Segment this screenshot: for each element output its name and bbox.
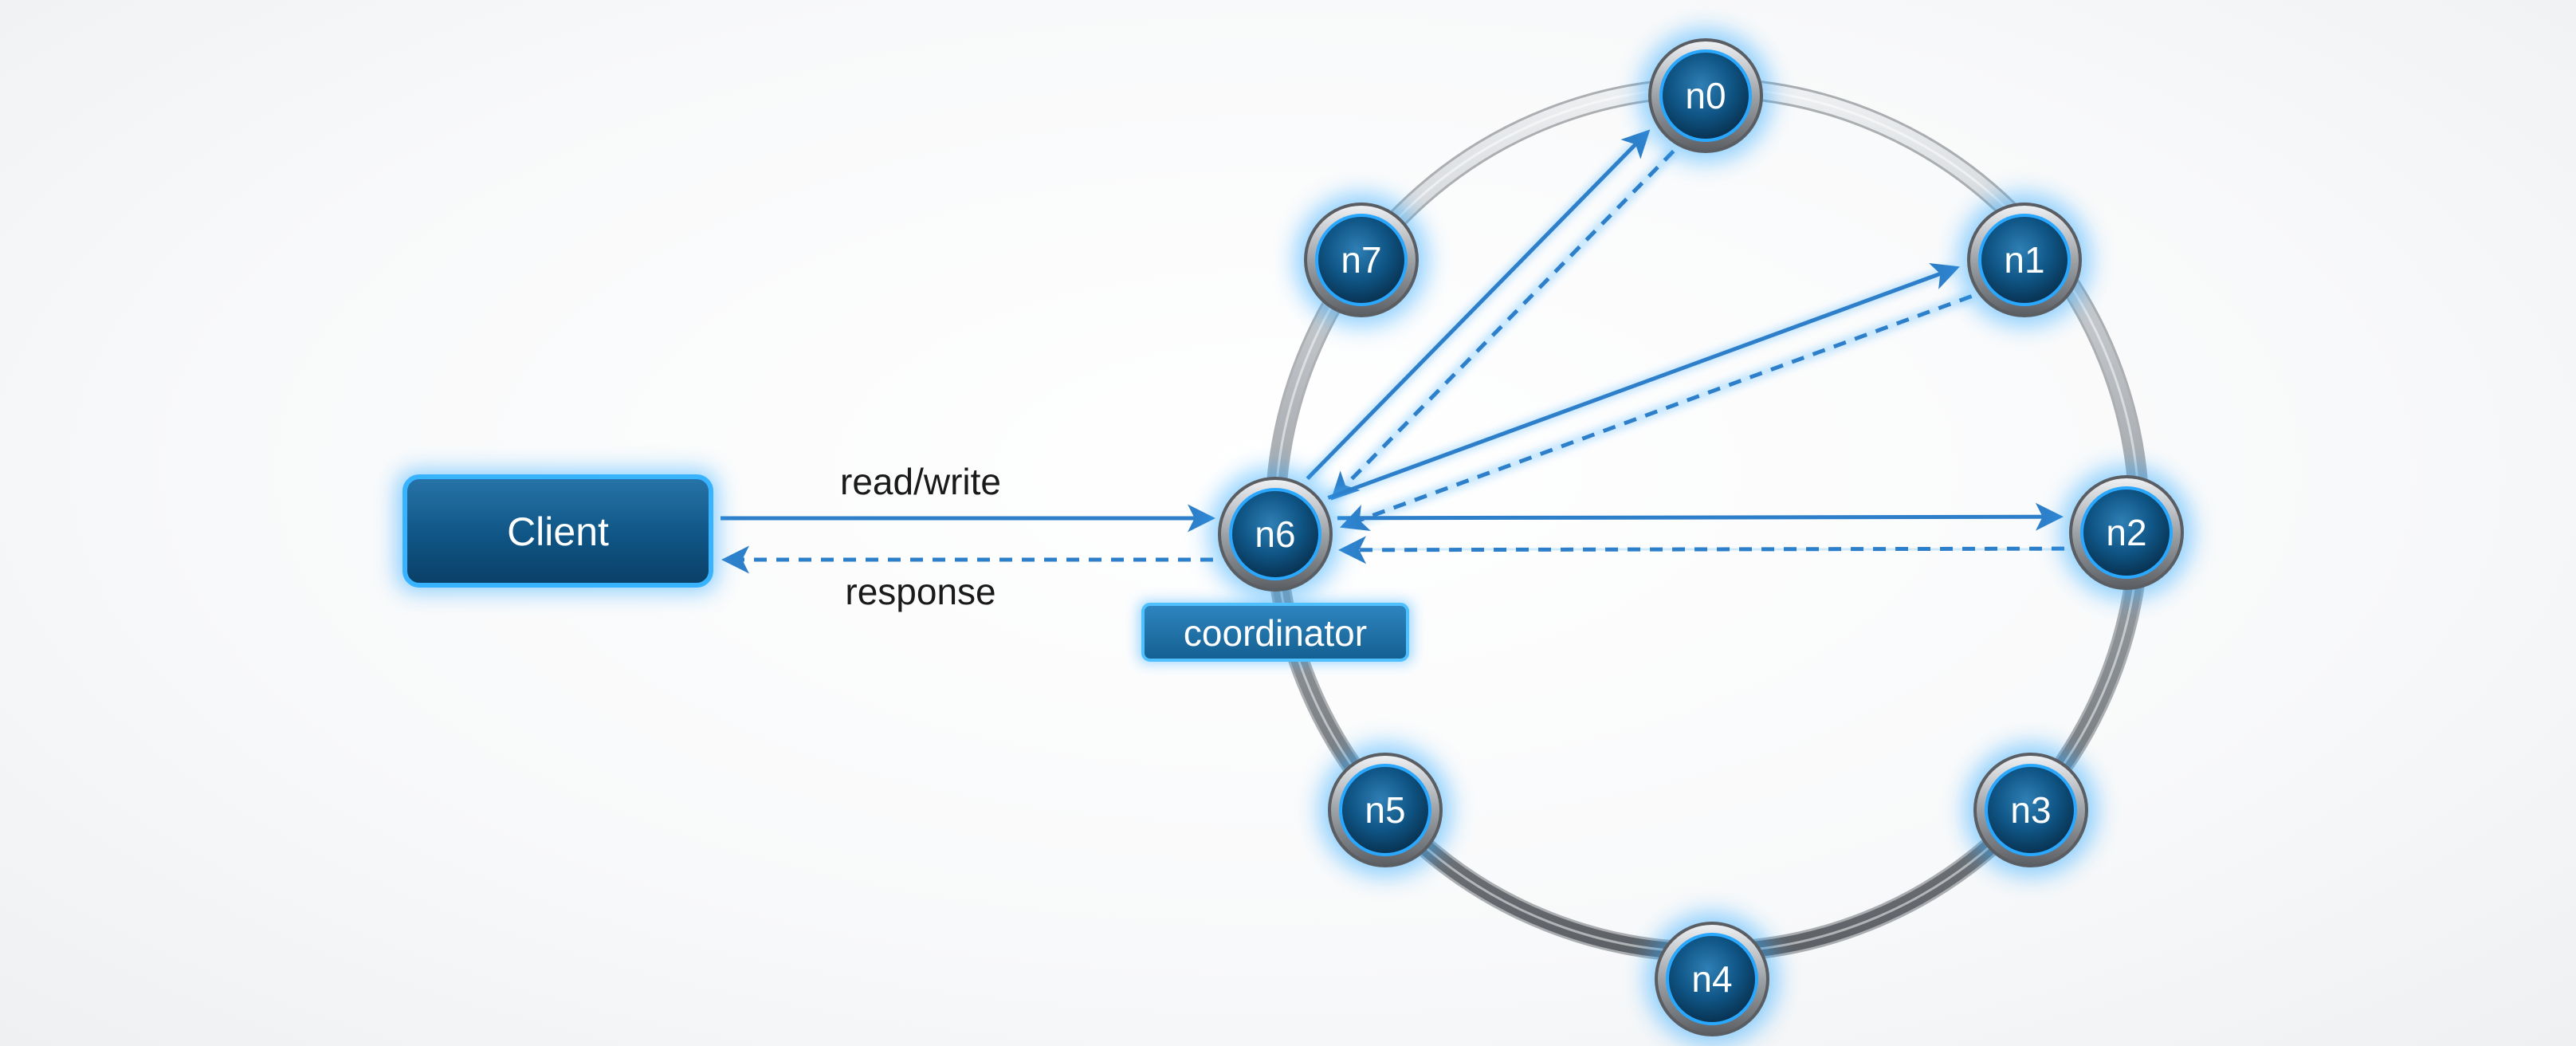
replica-request-arrow-n1	[1326, 262, 1960, 503]
replica-response-arrow-n1	[1340, 291, 1973, 532]
replica-request-arrow-n0	[1304, 129, 1651, 482]
ring-node-n6[interactable]: n6	[1208, 467, 1342, 601]
ring-node-n7[interactable]: n7	[1294, 193, 1428, 327]
ring-node-label: n3	[2010, 789, 2051, 831]
ring-nodes: n0 n1 n2 n3 n4 n5 n6 n7	[1208, 29, 2193, 1046]
ring-node-n5[interactable]: n5	[1318, 743, 1452, 877]
ring-node-label: n7	[1341, 239, 1381, 281]
ring-node-n3[interactable]: n3	[1964, 743, 2098, 877]
ring-node-label: n2	[2106, 512, 2146, 553]
ring-node-label: n4	[1691, 958, 1732, 1000]
request-label: read/write	[840, 461, 1001, 502]
coordinator-label: coordinator	[1184, 612, 1367, 654]
ring-node-label: n6	[1255, 513, 1295, 555]
ring-node-n0[interactable]: n0	[1639, 29, 1773, 163]
ring-node-label: n0	[1685, 75, 1726, 116]
client-box[interactable]: Client	[397, 470, 717, 592]
replica-request-arrow-n2	[1337, 502, 2064, 531]
edges-layer	[721, 129, 2065, 574]
ring-node-label: n1	[2004, 239, 2044, 281]
replica-response-arrow-n0	[1330, 147, 1677, 501]
response-label: response	[845, 571, 995, 612]
ring-node-label: n5	[1365, 789, 1405, 831]
replica-response-arrow-n2	[1338, 536, 2065, 564]
coordinator-tag: coordinator	[1138, 601, 1412, 663]
client-label: Client	[507, 509, 609, 554]
ring-node-n4[interactable]: n4	[1645, 912, 1779, 1046]
ring-node-n1[interactable]: n1	[1958, 193, 2091, 327]
ring-node-n2[interactable]: n2	[2060, 466, 2193, 600]
